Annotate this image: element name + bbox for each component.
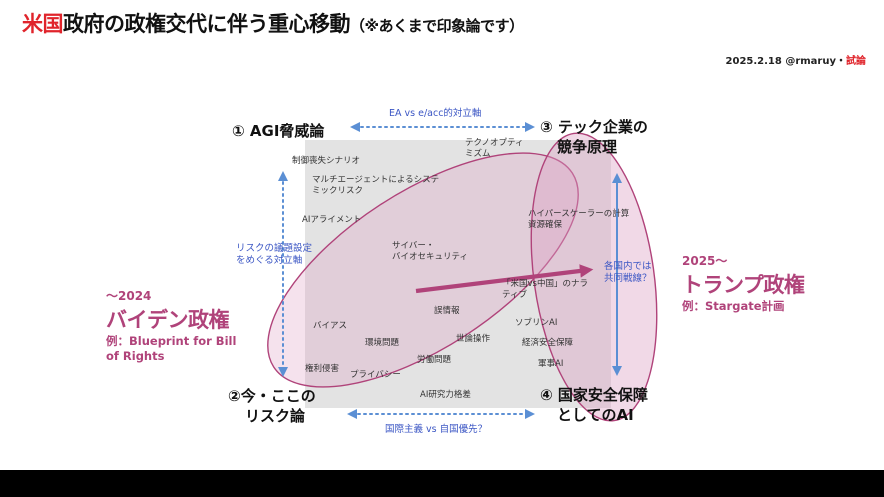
- item-multi-agent-risk-line2: ミックリスク: [312, 186, 364, 196]
- page-title: 米国政府の政権交代に伴う重心移動（※あくまで印象論です）: [22, 8, 524, 38]
- bottom-bar: [0, 470, 884, 497]
- quadrant-national-security: ④ 国家安全保障 としてのAI: [540, 385, 648, 425]
- item-ai-compute-gap: AI研究力格差: [420, 390, 471, 400]
- bottom-axis-label: 国際主義 vs 自国優先？: [385, 424, 488, 435]
- trump-era-example: 例：Stargate計画: [682, 299, 785, 313]
- item-bias: バイアス: [313, 321, 348, 331]
- title-note: （※あくまで印象論です）: [350, 17, 524, 35]
- item-privacy: プライバシー: [350, 370, 401, 380]
- item-us-vs-china-narrative-line1: 「米国vs中国」のナラ: [502, 279, 588, 289]
- trump-era-name: トランプ政権: [682, 273, 805, 297]
- top-axis-label: EA vs e/acc的対立軸: [389, 108, 482, 119]
- biden-era-year: 〜2024: [106, 289, 152, 303]
- left-axis-label-line2: をめぐる対立軸: [236, 255, 303, 266]
- item-economic-security: 経済安全保障: [522, 338, 574, 348]
- item-opinion-manipulation: 世論操作: [456, 334, 491, 344]
- quadrant-tech-competition-line2: 競争原理: [557, 138, 618, 156]
- right-axis-label: 各国内では 共同戦線？: [604, 261, 652, 285]
- trump-era-ellipse: [530, 132, 658, 422]
- quadrant-national-security-line2: としてのAI: [557, 406, 634, 424]
- biden-era-example-line1: 例：Blueprint for Bill: [106, 334, 237, 348]
- left-axis-label-line1: リスクの議題設定: [236, 243, 313, 254]
- item-techno-optimism-line1: テクノオプティ: [465, 138, 524, 148]
- quadrant-here-now-risk: ②今・ここの リスク論: [228, 386, 316, 426]
- item-sovereign-ai: ソブリンAI: [515, 318, 558, 328]
- item-cyber-bio-security: サイバー・ バイオセキュリティ: [392, 241, 468, 263]
- quadrant-agi-threat: ① AGI脅威論: [232, 121, 324, 141]
- item-cyber-bio-security-line1: サイバー・: [392, 241, 435, 251]
- left-axis-label: リスクの議題設定 をめぐる対立軸: [236, 243, 312, 267]
- biden-era-example-line2: of Rights: [106, 349, 165, 363]
- center-of-gravity-shift-arrow: [415, 264, 594, 294]
- item-environment: 環境問題: [365, 338, 400, 348]
- credit-text: 2025.2.18 @rmaruy・: [725, 56, 846, 67]
- item-misinformation: 誤情報: [434, 306, 460, 316]
- item-hyperscaler-compute-line2: 資源確保: [528, 220, 563, 230]
- item-ai-alignment: AIアライメント: [302, 215, 362, 225]
- item-rights-violation: 権利侵害: [305, 364, 340, 374]
- trump-era-label: 2025〜 トランプ政権 例：Stargate計画: [682, 252, 805, 314]
- biden-era-ellipse: [267, 152, 579, 388]
- quadrant-tech-competition-line1: ③ テック企業の: [540, 118, 648, 136]
- quadrant-here-now-risk-line1: ②今・ここの: [228, 387, 316, 405]
- biden-era-name: バイデン政権: [106, 308, 230, 332]
- quadrant-agi-threat-label: ① AGI脅威論: [232, 122, 325, 140]
- item-multi-agent-risk-line1: マルチエージェントによるシステ: [312, 175, 440, 185]
- trump-era-year: 2025〜: [682, 254, 728, 268]
- quadrant-here-now-risk-line2: リスク論: [245, 407, 306, 425]
- item-labor: 労働問題: [417, 355, 452, 365]
- item-us-vs-china-narrative: 「米国vs中国」のナラ ティブ: [502, 279, 588, 301]
- credit-line: 2025.2.18 @rmaruy・試論: [726, 52, 866, 67]
- item-multi-agent-risk: マルチエージェントによるシステ ミックリスク: [312, 175, 439, 197]
- item-military-ai: 軍事AI: [538, 359, 564, 369]
- right-axis-label-line2: 共同戦線？: [604, 273, 652, 284]
- item-us-vs-china-narrative-line2: ティブ: [502, 290, 527, 300]
- item-techno-optimism-line2: ミズム: [465, 149, 491, 159]
- right-axis-label-line1: 各国内では: [604, 261, 652, 272]
- item-techno-optimism: テクノオプティ ミズム: [465, 138, 523, 160]
- title-accent: 米国: [22, 12, 64, 36]
- quadrant-tech-competition: ③ テック企業の 競争原理: [540, 117, 648, 157]
- credit-draft: 試論: [846, 56, 866, 67]
- item-control-loss: 制御喪失シナリオ: [292, 156, 361, 166]
- biden-era-label: 〜2024 バイデン政権 例：Blueprint for Bill of Rig…: [106, 287, 236, 364]
- quadrant-national-security-line1: ④ 国家安全保障: [540, 386, 648, 404]
- item-hyperscaler-compute: ハイパースケーラーの計算 資源確保: [528, 209, 629, 231]
- item-hyperscaler-compute-line1: ハイパースケーラーの計算: [528, 209, 630, 219]
- title-main: 政府の政権交代に伴う重心移動: [63, 12, 351, 36]
- item-cyber-bio-security-line2: バイオセキュリティ: [392, 252, 468, 262]
